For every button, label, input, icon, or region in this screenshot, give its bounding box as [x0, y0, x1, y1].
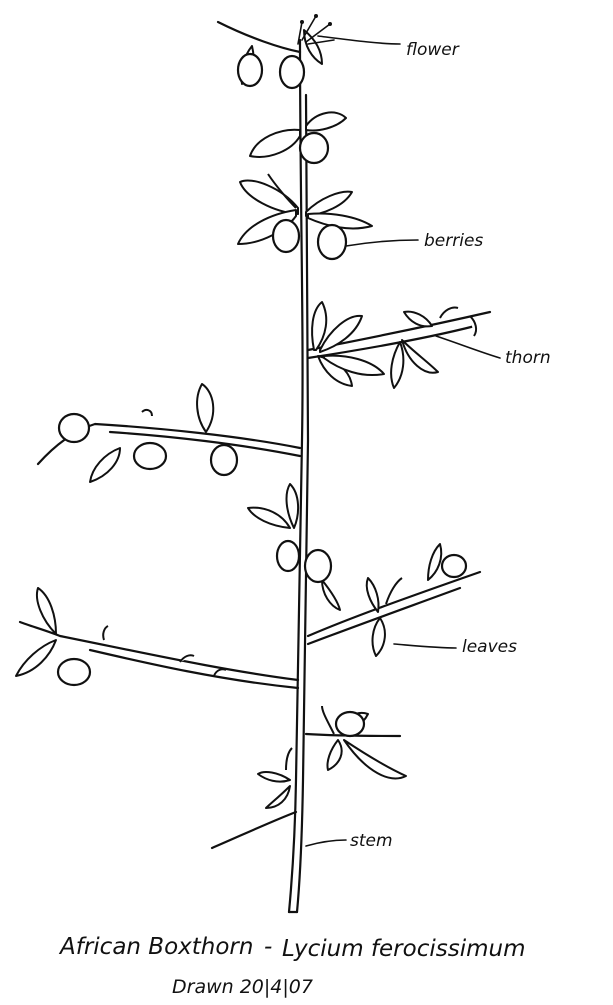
- thorn-leader: [436, 336, 500, 358]
- caption-common-name: African Boxthorn: [58, 934, 253, 960]
- caption-drawn-date: Drawn 20|4|07: [172, 976, 313, 998]
- branch-left-bottom: [212, 812, 296, 848]
- flower: [298, 14, 334, 44]
- top-twig: [218, 22, 300, 52]
- label-berries: berries: [424, 231, 483, 251]
- leaves-leader: [394, 644, 456, 648]
- label-flower: flower: [406, 40, 460, 60]
- stem-leader: [306, 840, 346, 846]
- label-stem: stem: [350, 831, 393, 851]
- caption-separator: -: [264, 934, 272, 960]
- caption-scientific-name: Lycium ferocissimum: [282, 936, 526, 962]
- label-thorn: thorn: [505, 348, 551, 368]
- label-leaves: leaves: [462, 637, 517, 657]
- main-stem: [289, 40, 308, 912]
- berries-leader: [346, 240, 418, 246]
